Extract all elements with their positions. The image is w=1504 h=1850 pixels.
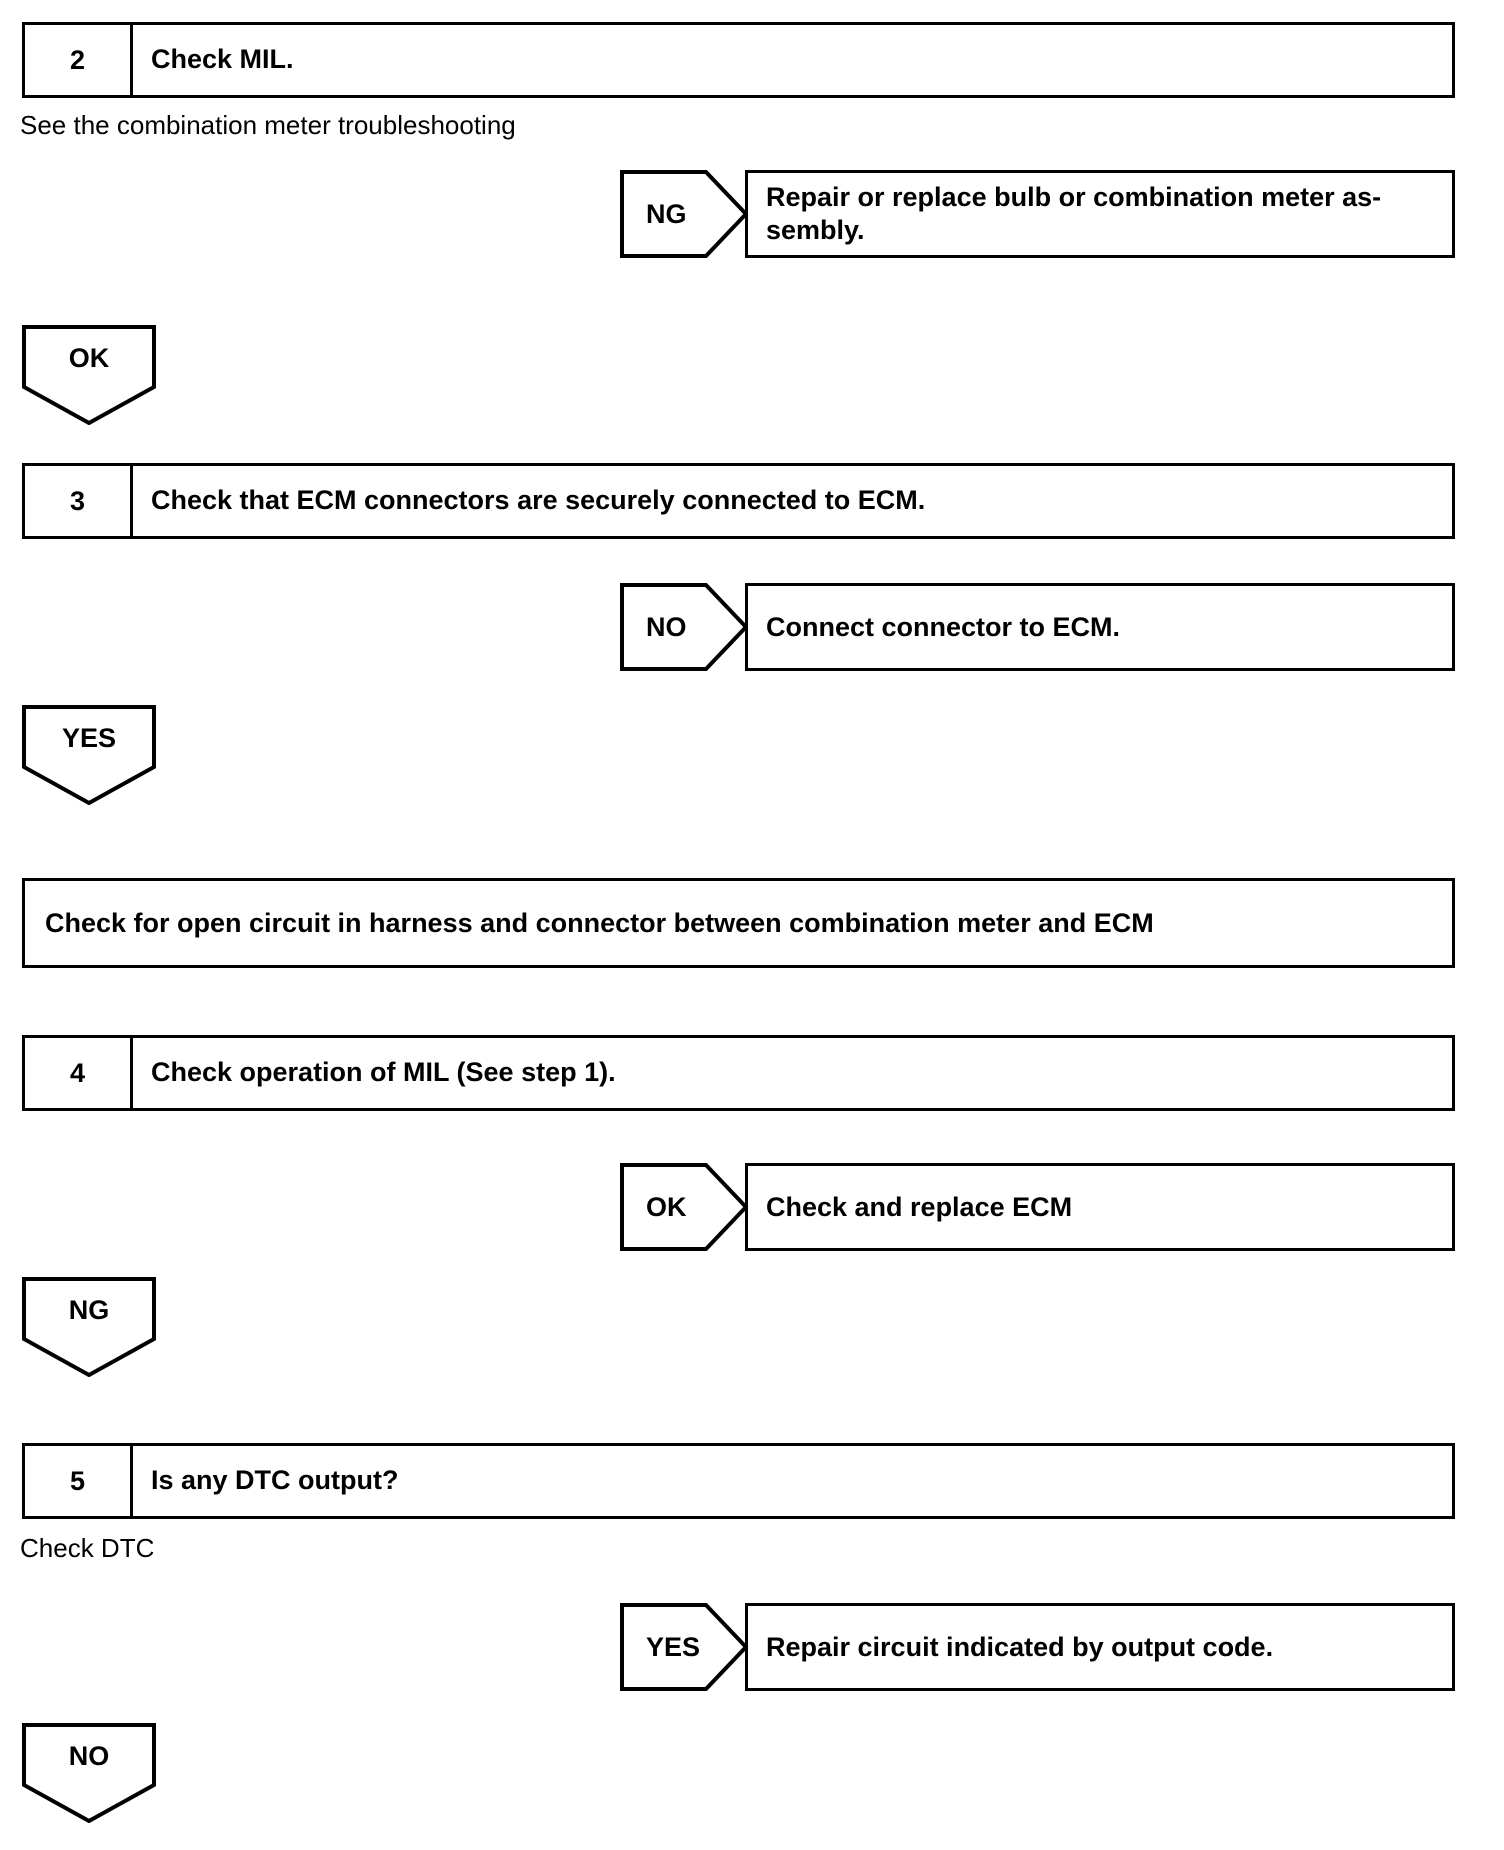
result-box-repair-meter[interactable]: Repair or replace bulb or combination me… — [745, 170, 1455, 258]
result-text-line2: sembly. — [766, 215, 865, 245]
branch-label: OK — [646, 1191, 687, 1222]
step-box-3[interactable]: 3 Check that ECM connectors are securely… — [22, 463, 1455, 539]
branch-label: NO — [646, 611, 687, 642]
flow-label: OK — [68, 343, 110, 373]
arrow-down-shape — [22, 705, 156, 805]
flow-arrow-yes-step3: YES — [22, 705, 156, 805]
step-text: Is any DTC output? — [151, 1465, 399, 1496]
result-text: Check and replace ECM — [766, 1191, 1073, 1222]
action-box-text: Check for open circuit in harness and co… — [45, 907, 1154, 938]
step-text: Check that ECM connectors are securely c… — [151, 485, 926, 516]
result-box-connect-connector[interactable]: Connect connector to ECM. — [745, 583, 1455, 671]
action-box-open-circuit[interactable]: Check for open circuit in harness and co… — [22, 878, 1455, 968]
step-box-4[interactable]: 4 Check operation of MIL (See step 1). — [22, 1035, 1455, 1111]
flow-label: NG — [68, 1295, 110, 1325]
result-text-line1: Repair or replace bulb or combination me… — [766, 182, 1382, 213]
flow-arrow-ng-step4: NG — [22, 1277, 156, 1377]
branch-arrow-ng-step2: NG — [620, 170, 748, 258]
arrow-right-shape — [620, 170, 748, 258]
step-number: 4 — [25, 1038, 133, 1108]
arrow-down-shape — [22, 325, 156, 425]
arrow-right-shape — [620, 583, 748, 671]
result-text: Repair circuit indicated by output code. — [766, 1631, 1274, 1662]
step-2-caption: See the combination meter troubleshootin… — [20, 110, 516, 140]
step-box-2[interactable]: 2 Check MIL. — [22, 22, 1455, 98]
arrow-right-shape — [620, 1163, 748, 1251]
arrow-down-shape — [22, 1723, 156, 1823]
branch-arrow-ok-step4: OK — [620, 1163, 748, 1251]
result-box-repair-circuit[interactable]: Repair circuit indicated by output code. — [745, 1603, 1455, 1691]
flow-arrow-no-step5: NO — [22, 1723, 156, 1823]
result-text: Repair or replace bulb or combination me… — [766, 181, 1381, 247]
arrow-down-shape — [22, 1277, 156, 1377]
step-text: Check operation of MIL (See step 1). — [151, 1057, 616, 1088]
branch-label: NG — [646, 198, 687, 229]
step-5-caption: Check DTC — [20, 1533, 155, 1563]
step-number: 3 — [25, 466, 133, 536]
result-text: Connect connector to ECM. — [766, 611, 1121, 642]
step-box-5[interactable]: 5 Is any DTC output? — [22, 1443, 1455, 1519]
branch-arrow-no-step3: NO — [620, 583, 748, 671]
step-number: 5 — [25, 1446, 133, 1516]
flow-label: YES — [61, 723, 117, 753]
flow-label: NO — [68, 1741, 110, 1771]
flow-arrow-ok-step2: OK — [22, 325, 156, 425]
result-box-replace-ecm[interactable]: Check and replace ECM — [745, 1163, 1455, 1251]
branch-arrow-yes-step5: YES — [620, 1603, 748, 1691]
branch-label: YES — [646, 1631, 701, 1662]
step-text: Check MIL. — [151, 44, 294, 75]
step-number: 2 — [25, 25, 133, 95]
arrow-right-shape — [620, 1603, 748, 1691]
